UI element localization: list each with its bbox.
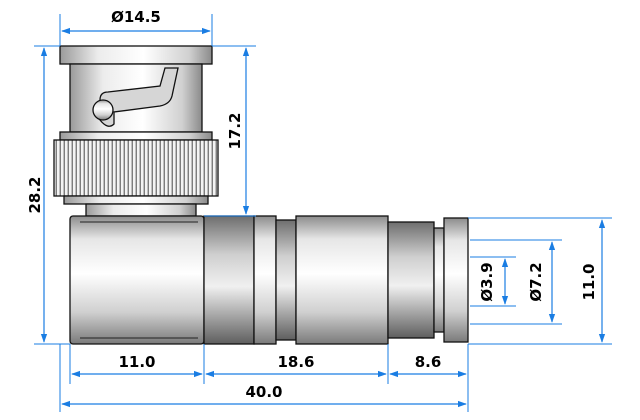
dim-elbow-length-label: 11.0	[118, 353, 155, 371]
bayonet-slot	[99, 67, 179, 127]
connector-body	[69, 215, 469, 345]
dim-body-height: 11.0	[468, 217, 612, 345]
dim-ferrule-diameter-label: Ø7.2	[527, 262, 545, 301]
body-ring-3	[275, 219, 297, 341]
head-ring	[59, 131, 213, 141]
crimp-sleeve	[295, 215, 389, 345]
body-ring-2	[253, 215, 277, 345]
elbow-block	[69, 215, 205, 345]
bnc-head	[53, 45, 219, 217]
dim-total-height: 28.2	[26, 45, 70, 345]
ferrule	[387, 221, 435, 339]
neck	[85, 203, 197, 217]
dim-total-length-label: 40.0	[245, 383, 282, 401]
dim-ferrule-length-label: 8.6	[415, 353, 442, 371]
bayonet-pin	[92, 99, 114, 121]
dim-head-diameter: Ø14.5	[59, 8, 213, 46]
dim-total-height-label: 28.2	[26, 176, 44, 213]
body-ring-1	[203, 215, 255, 345]
ferrule-step	[433, 227, 445, 333]
dim-pin-diameter: Ø3.9	[470, 256, 516, 307]
knurled-nut	[53, 139, 219, 197]
dim-pin-diameter-label: Ø3.9	[478, 262, 496, 301]
lower-collar	[63, 195, 209, 205]
dim-body-height-label: 11.0	[580, 263, 598, 300]
dim-ferrule-diameter: Ø7.2	[470, 239, 562, 325]
dim-bottom: 11.0 18.6 8.6 40.0	[59, 344, 469, 412]
dim-head-height-label: 17.2	[226, 112, 244, 149]
dim-head-diameter-label: Ø14.5	[111, 8, 161, 26]
end-flange	[443, 217, 469, 343]
dim-sleeve-length-label: 18.6	[277, 353, 314, 371]
head-cap	[59, 45, 213, 65]
dim-head-height: 17.2	[204, 45, 256, 217]
